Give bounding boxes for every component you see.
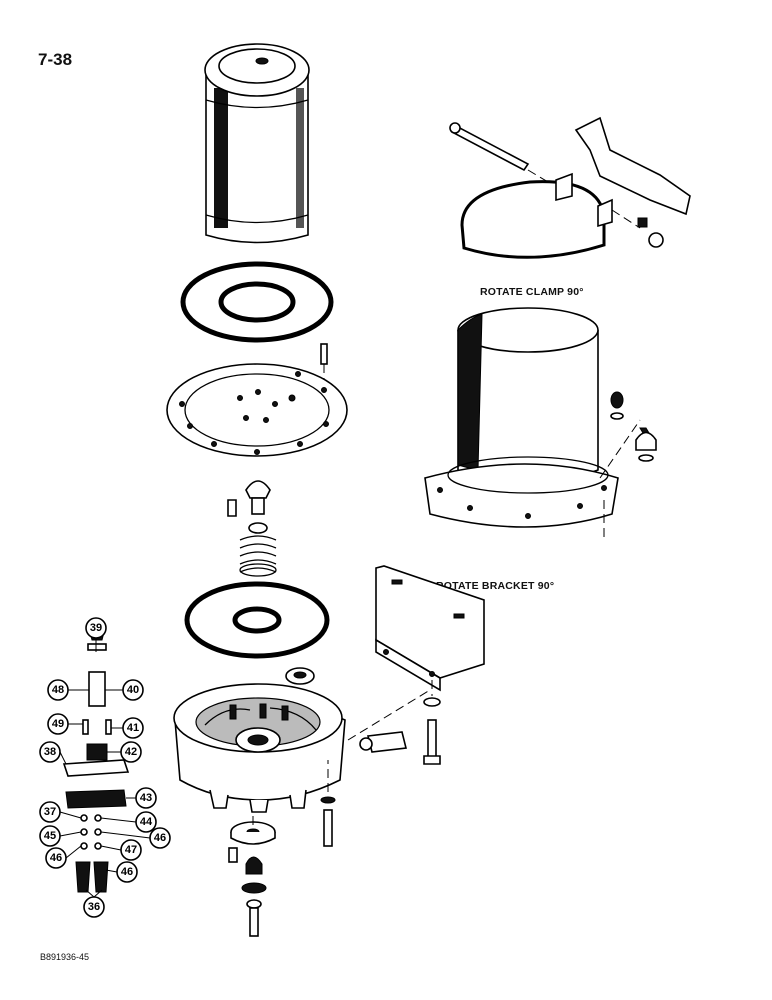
svg-text:41: 41 bbox=[127, 722, 139, 734]
filter-housing bbox=[173, 667, 346, 813]
rotate-bracket-caption: ROTATE BRACKET 90° bbox=[436, 580, 555, 592]
svg-text:49: 49 bbox=[52, 718, 64, 730]
callout-46-lower: 46 bbox=[116, 861, 138, 883]
housing-fasteners bbox=[320, 697, 441, 847]
svg-text:45: 45 bbox=[44, 830, 56, 842]
callout-40: 40 bbox=[122, 679, 144, 701]
svg-text:38: 38 bbox=[44, 746, 56, 758]
drain-assembly bbox=[228, 816, 276, 937]
indicator-switch-parts bbox=[62, 631, 130, 893]
callout-38: 38 bbox=[39, 741, 61, 763]
rotate-clamp-caption: ROTATE CLAMP 90° bbox=[480, 286, 584, 298]
canister-fasteners bbox=[610, 391, 657, 462]
figure-id: B891936-45 bbox=[40, 952, 90, 962]
callout-48: 48 bbox=[47, 679, 69, 701]
mounting-bracket bbox=[347, 565, 485, 741]
svg-text:48: 48 bbox=[52, 684, 64, 696]
callout-46-right: 46 bbox=[149, 827, 171, 849]
filter-element bbox=[204, 43, 310, 244]
callout-49: 49 bbox=[47, 713, 69, 735]
page-number: 7-38 bbox=[38, 50, 73, 69]
svg-text:46: 46 bbox=[154, 832, 166, 844]
mounting-clamp bbox=[449, 116, 691, 259]
svg-text:42: 42 bbox=[125, 746, 137, 758]
svg-text:46: 46 bbox=[50, 852, 62, 864]
svg-text:36: 36 bbox=[88, 901, 100, 913]
callout-41: 41 bbox=[122, 717, 144, 739]
callout-46-left: 46 bbox=[45, 847, 67, 869]
callout-43: 43 bbox=[135, 787, 157, 809]
svg-text:47: 47 bbox=[125, 844, 137, 856]
callout-36: 36 bbox=[83, 896, 105, 918]
lower-seal-rings bbox=[184, 581, 330, 659]
callout-39: 39 bbox=[85, 617, 107, 639]
svg-text:37: 37 bbox=[44, 806, 56, 818]
callout-47: 47 bbox=[120, 839, 142, 861]
outer-canister bbox=[424, 307, 641, 540]
svg-text:39: 39 bbox=[90, 622, 102, 634]
cover-plate bbox=[166, 343, 348, 457]
svg-text:43: 43 bbox=[140, 792, 152, 804]
svg-text:44: 44 bbox=[140, 816, 153, 828]
callout-44: 44 bbox=[135, 811, 157, 833]
upper-seal-rings bbox=[180, 261, 334, 343]
callout-42: 42 bbox=[120, 741, 142, 763]
svg-text:40: 40 bbox=[127, 684, 139, 696]
callout-37: 37 bbox=[39, 801, 61, 823]
relief-valve-assembly bbox=[227, 480, 277, 577]
svg-text:46: 46 bbox=[121, 866, 133, 878]
callout-45: 45 bbox=[39, 825, 61, 847]
callout-leader-lines bbox=[59, 638, 151, 898]
